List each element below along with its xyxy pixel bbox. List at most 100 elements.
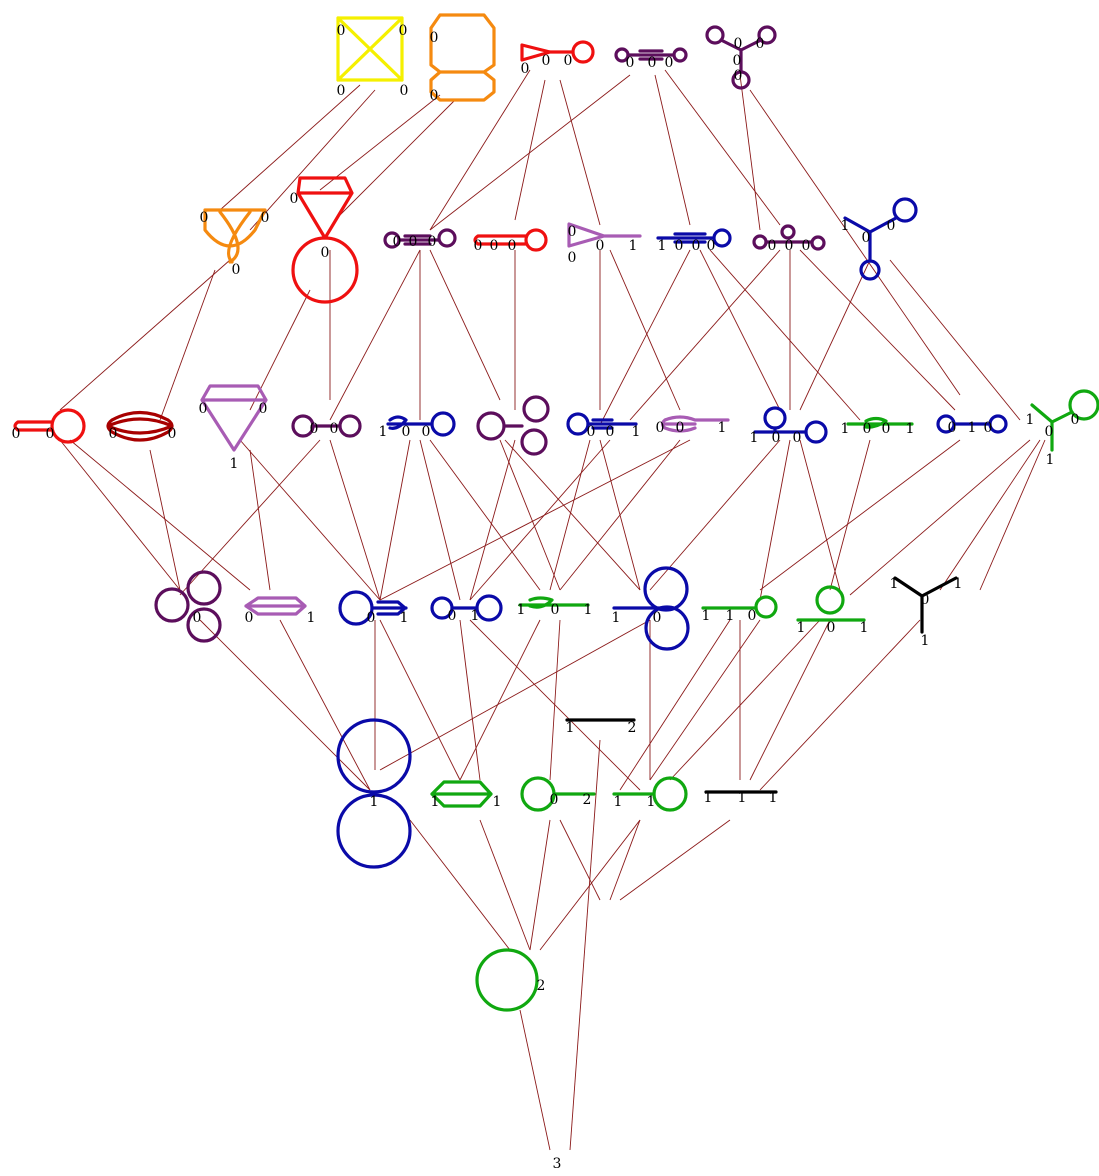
lattice-edge — [749, 89, 961, 396]
vertex-weight-label: 1 — [517, 602, 526, 618]
vertex-weight-label: 0 — [428, 234, 437, 250]
graph-node-r1-tri-circle: 00 — [290, 176, 359, 304]
vertex-weight-label: 1 — [769, 790, 778, 806]
lattice-edge — [799, 439, 841, 591]
vertex-weight-label: 0 — [887, 218, 896, 234]
vertex-weight-label: 0 — [259, 401, 268, 417]
vertex-weight-label: 1 — [702, 608, 711, 624]
vertex-weight-label: 0 — [399, 23, 408, 39]
vertex-weight-label: 1 — [890, 576, 899, 592]
vertex-weight-label: 0 — [400, 83, 409, 99]
lattice-edge — [239, 439, 381, 601]
vertex-weight-label: 0 — [734, 68, 743, 84]
vertex-weight-label: 0 — [756, 36, 765, 52]
vertex-weight-label: 0 — [337, 23, 346, 39]
vertex-weight-label: 0 — [692, 238, 701, 254]
lattice-edge — [479, 819, 531, 951]
lattice-edge — [529, 819, 551, 951]
lattice-edge — [664, 69, 781, 226]
vertex-weight-label: 0 — [863, 421, 872, 437]
lattice-edge — [459, 619, 481, 781]
lattice-edge — [469, 439, 516, 601]
vertex-weight-label: 1 — [841, 218, 850, 234]
vertex-weight-label: 0 — [675, 238, 684, 254]
lattice-edge — [759, 439, 791, 601]
vertex-weight-label: 1 — [584, 602, 593, 618]
vertex-weight-label: 1 — [1046, 452, 1055, 468]
vertex-weight-label: 1 — [629, 238, 638, 254]
vertex-weight-label: 0 — [367, 610, 376, 626]
lattice-edge — [159, 269, 216, 421]
lattice-edge — [69, 439, 251, 591]
lattice-edge — [499, 439, 561, 591]
vertex-weight-label: 0 — [568, 250, 577, 266]
vertex-weight-label: 1 — [471, 608, 480, 624]
lattice-edge — [759, 439, 961, 591]
lattice-edge — [379, 439, 411, 601]
vertex-weight-label: 1 — [379, 424, 388, 440]
lattice-edge — [429, 439, 541, 591]
lattice-edge — [339, 99, 456, 216]
vertex-weight-label: 0 — [568, 224, 577, 240]
vertex-weight-label: 2 — [583, 792, 592, 808]
vertex-weight-label: 1 — [632, 424, 641, 440]
lattice-edge — [619, 619, 731, 791]
graph-node-r4-blue-fig8: 1 — [336, 718, 412, 869]
lattice-edge — [629, 249, 781, 421]
lattice-edge — [379, 619, 651, 771]
vertex-weight-label: 0 — [448, 608, 457, 624]
vertex-weight-label: 1 — [658, 238, 667, 254]
lattice-edge — [669, 619, 821, 781]
vertex-weight-label: 1 — [370, 794, 379, 810]
vertex-weight-label: 1 — [718, 420, 727, 436]
graph-node-r3-purple-trefoil: 0 — [154, 570, 222, 643]
vertex-weight-label: 1 — [431, 794, 440, 810]
vertex-weight-label: 1 — [647, 794, 656, 810]
bottom-node-label: 3 — [553, 1156, 562, 1172]
lattice-edge — [429, 69, 531, 231]
vertex-weight-label: 1 — [612, 610, 621, 626]
vertex-weight-label: 0 — [200, 210, 209, 226]
vertex-weight-label: 1 — [307, 610, 316, 626]
lattice-edge — [559, 819, 601, 901]
vertex-weight-label: 0 — [564, 53, 573, 69]
lattice-edge — [249, 289, 311, 411]
lattice-edge — [569, 739, 601, 1151]
lattice-edge — [609, 249, 681, 411]
lattice-edge — [279, 619, 371, 791]
lattice-edge — [379, 619, 461, 781]
vertex-weight-label: 0 — [551, 602, 560, 618]
vertex-weight-label: 0 — [245, 610, 254, 626]
lattice-edge — [609, 819, 641, 901]
lattice-edge — [199, 619, 371, 791]
vertex-weight-label: 0 — [109, 426, 118, 442]
vertex-weight-label: 1 — [493, 794, 502, 810]
lattice-edge — [514, 79, 546, 221]
lattice-edge — [699, 249, 781, 411]
lattice-edge — [649, 619, 761, 781]
vertex-weight-label: 0 — [232, 262, 241, 278]
lattice-edge — [829, 439, 871, 591]
vertex-weight-label: 0 — [393, 234, 402, 250]
vertex-weight-label: 0 — [46, 426, 55, 442]
graph-node-r1-blue-star: 100 — [841, 197, 918, 281]
vertex-weight-label: 0 — [626, 55, 635, 71]
vertex-weight-label: 1 — [738, 790, 747, 806]
lattice-edge — [654, 74, 691, 226]
lattice-edge — [619, 819, 731, 901]
vertex-weight-label: 0 — [733, 53, 742, 69]
lattice-edge — [329, 439, 381, 601]
